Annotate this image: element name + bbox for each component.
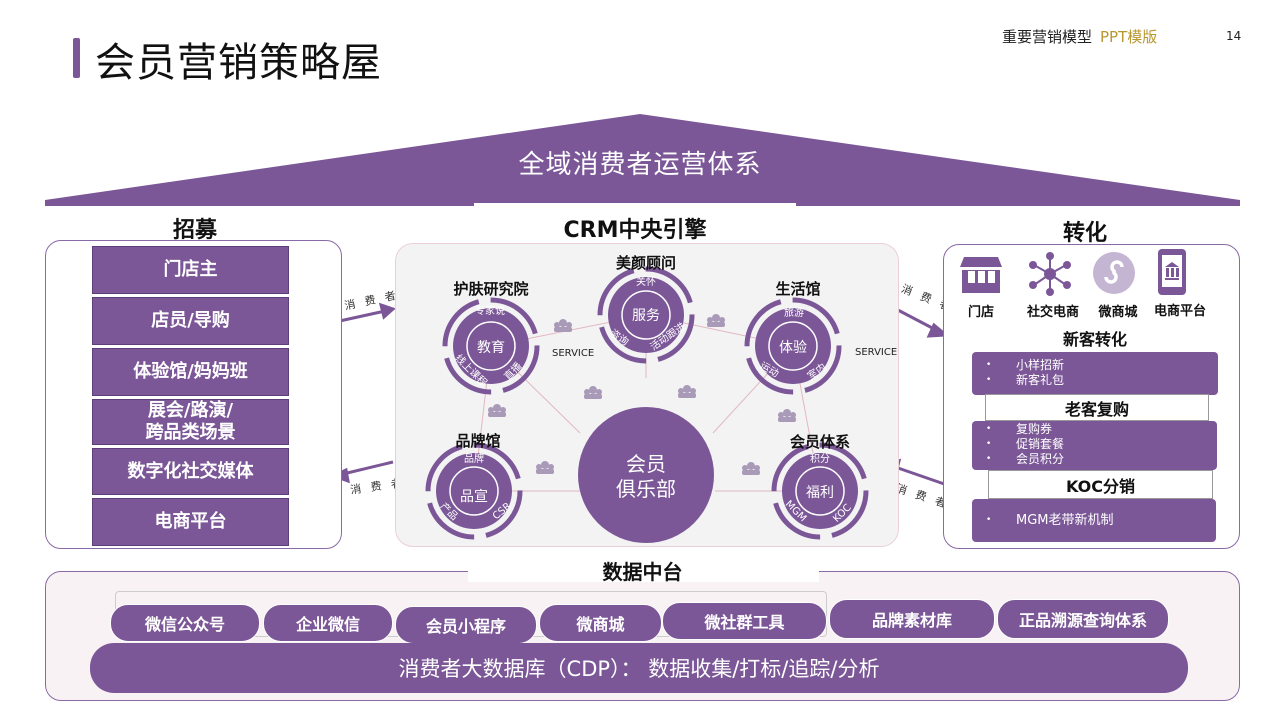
node-life-title: 生活馆	[775, 280, 821, 298]
node-member-title: 会员体系	[789, 433, 850, 451]
tool-pill-mini-program[interactable]: 会员小程序	[395, 606, 537, 644]
recruit-item-experience-hall[interactable]: 体验馆/妈妈班	[92, 348, 289, 396]
crm-title: CRM中央引擎	[563, 218, 707, 243]
new-customer-box: 小样招新 新客礼包	[972, 352, 1218, 395]
recruit-item-store-owner[interactable]: 门店主	[92, 246, 289, 294]
node-member-core: 福利	[806, 485, 834, 501]
node-brand-tag-brand: 品牌	[464, 454, 484, 465]
people-icons	[488, 314, 796, 475]
network-icon[interactable]	[1026, 251, 1074, 297]
subtitle-text: 重要营销模型	[1002, 28, 1093, 46]
node-skincare-tag-expert: 专家说	[475, 306, 505, 317]
roof-shape	[45, 114, 1240, 206]
repurchase-box: 复购券 促销套餐 会员积分	[972, 421, 1217, 470]
member-club-line1: 会员	[626, 452, 666, 476]
koc-box: MGM老带新机制	[972, 499, 1216, 542]
page-title: 会员营销策略屋	[95, 40, 382, 86]
channel-label-social: 社交电商	[1026, 305, 1079, 320]
new-customer-item: 小样招新	[986, 358, 1218, 373]
page-number: 14	[1226, 29, 1242, 43]
tool-pill-brand-assets[interactable]: 品牌素材库	[829, 599, 995, 639]
service-label-right: SERVICE	[855, 347, 898, 358]
deck-subtitle: 重要营销模型 PPT模版	[1002, 26, 1157, 47]
repurchase-heading: 老客复购	[985, 394, 1209, 421]
node-life-tag-travel: 旅游	[784, 308, 804, 319]
recruit-item-exhibition[interactable]: 展会/路演/ 跨品类场景	[92, 399, 289, 445]
new-customer-item: 新客礼包	[986, 373, 1218, 388]
new-customer-heading: 新客转化	[1062, 330, 1127, 349]
recruit-item-social-media[interactable]: 数字化社交媒体	[92, 448, 289, 495]
template-tag: PPT模版	[1100, 28, 1158, 46]
node-beauty-title: 美颜顾问	[615, 254, 676, 272]
koc-item: MGM老带新机制	[986, 513, 1216, 528]
recruit-item-ecommerce[interactable]: 电商平台	[92, 498, 289, 546]
roof-label: 全域消费者运营体系	[518, 150, 762, 180]
roof-gap	[474, 203, 796, 211]
phone-bank-icon[interactable]	[1155, 247, 1189, 297]
channel-label-store: 门店	[967, 305, 994, 320]
service-label-left: SERVICE	[552, 348, 595, 359]
repurchase-item: 促销套餐	[986, 437, 1217, 452]
channel-label-ecommerce: 电商平台	[1153, 304, 1206, 319]
data-center-title: 数据中台	[602, 560, 683, 584]
member-club-line2: 俱乐部	[616, 477, 676, 501]
tool-pill-authenticity[interactable]: 正品溯源查询体系	[997, 599, 1169, 639]
cdp-bar: 消费者大数据库（CDP）： 数据收集/打标/追踪/分析	[90, 643, 1188, 693]
node-rings	[425, 266, 869, 543]
mini-program-icon[interactable]	[1092, 251, 1136, 295]
data-center-title-gap	[468, 550, 819, 582]
repurchase-item: 会员积分	[986, 452, 1217, 467]
convert-title: 转化	[1062, 221, 1107, 246]
node-brand-core: 品宣	[460, 489, 488, 505]
member-club-circle	[578, 407, 714, 543]
node-beauty-core: 服务	[632, 308, 660, 324]
recruit-title: 招募	[172, 218, 217, 243]
tool-pill-mall[interactable]: 微商城	[539, 604, 662, 642]
node-brand-title: 品牌馆	[455, 432, 501, 450]
repurchase-item: 复购券	[986, 422, 1217, 437]
koc-heading: KOC分销	[988, 470, 1213, 499]
title-accent-bar	[73, 38, 80, 78]
node-beauty-tag-care: 关怀	[636, 277, 656, 288]
node-skincare-title: 护肤研究院	[453, 280, 529, 298]
tool-pill-wecom[interactable]: 企业微信	[263, 604, 393, 642]
node-member-tag-points: 积分	[810, 454, 830, 465]
node-life-core: 体验	[779, 340, 807, 356]
node-skincare-core: 教育	[477, 340, 505, 356]
crm-engine-svg	[425, 266, 869, 543]
member-club-label: 会员 俱乐部	[576, 452, 716, 502]
channel-label-mall: 微商城	[1098, 305, 1138, 320]
tool-pill-community[interactable]: 微社群工具	[662, 602, 827, 640]
recruit-item-clerk[interactable]: 店员/导购	[92, 297, 289, 345]
tool-pill-wechat-official[interactable]: 微信公众号	[110, 604, 260, 642]
store-icon[interactable]	[958, 251, 1004, 297]
